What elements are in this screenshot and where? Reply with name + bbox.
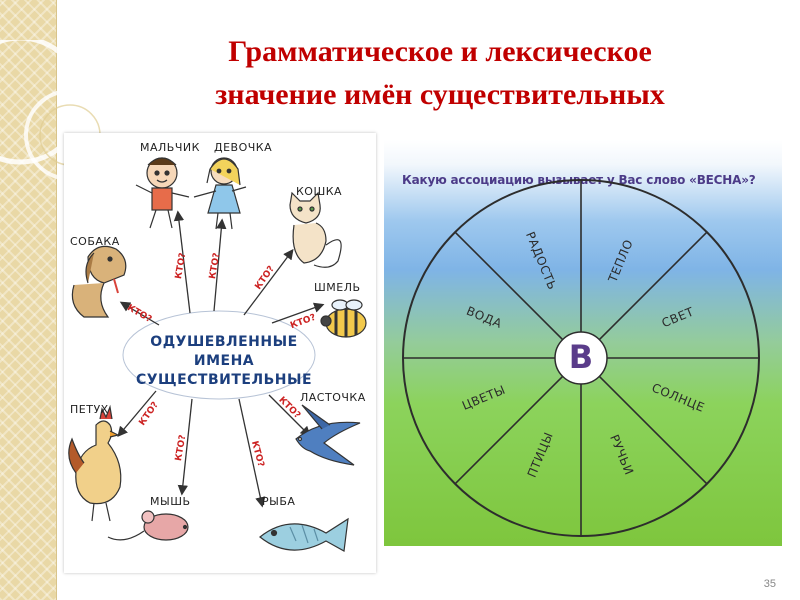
mindmap-arrows <box>117 210 325 508</box>
mindmap-drawing <box>68 157 367 552</box>
mouse-icon <box>107 510 189 541</box>
wheel-sector-label: ВОДА <box>464 304 504 331</box>
association-wheel-panel: Какую ассоциацию вызывает у Вас слово «В… <box>384 140 782 546</box>
node-label-mouse: МЫШЬ <box>150 495 191 508</box>
wheel-sector-label: РАДОСТЬ <box>523 230 560 292</box>
wheel-divider <box>598 375 708 485</box>
center-line-3: СУЩЕСТВИТЕЛЬНЫЕ <box>135 372 313 388</box>
node-label-rooster: ПЕТУХ <box>70 403 109 416</box>
center-ellipse <box>122 310 316 400</box>
wheel-sector-label: ПТИЦЫ <box>525 430 556 479</box>
page-number: 35 <box>763 578 776 590</box>
animate-nouns-mindmap: МАЛЬЧИК ДЕВОЧКА КОШКА ШМЕЛЬ ЛАСТОЧКА РЫБ… <box>64 133 376 573</box>
wheel-sector-label: РУЧЬИ <box>607 433 636 478</box>
node-label-fish: РЫБА <box>262 495 296 508</box>
bumblebee-icon <box>320 299 367 338</box>
dog-icon <box>71 245 127 318</box>
node-label-cat: КОШКА <box>296 185 343 198</box>
girl-icon <box>193 157 247 230</box>
wheel-divider <box>598 231 708 341</box>
center-line-2: ИМЕНА <box>193 353 255 369</box>
wheel-center-circle <box>554 331 608 385</box>
node-label-boy: МАЛЬЧИК <box>140 141 200 154</box>
node-label-swallow: ЛАСТОЧКА <box>300 391 366 404</box>
wheel-sector-label: СВЕТ <box>660 304 696 330</box>
wheel-center-letter: В <box>569 338 593 376</box>
boy-icon <box>135 157 190 229</box>
association-wheel: ТЕПЛО СВЕТ СОЛНЦЕ РУЧЬИ ПТИЦЫ ЦВЕТЫ ВОДА РАДОСТ… <box>402 179 760 537</box>
title-line-2: значение имён существительных <box>215 78 665 111</box>
node-label-girl: ДЕВОЧКА <box>214 141 273 154</box>
slide-title: Грамматическое и лексическое значение им… <box>130 30 750 116</box>
title-line-1: Грамматическое и лексическое <box>228 35 652 68</box>
center-line-1: ОДУШЕВЛЕННЫЕ <box>150 334 298 350</box>
fish-icon <box>259 517 349 552</box>
node-label-bumblebee: ШМЕЛЬ <box>314 281 361 294</box>
mindmap-center-text: ОДУШЕВЛЕННЫЕ ИМЕНА СУЩЕСТВИТЕЛЬНЫЕ <box>119 333 329 390</box>
wheel-sector-label: ЦВЕТЫ <box>460 383 507 413</box>
wheel-sector-label: ТЕПЛО <box>605 237 636 285</box>
wheel-divider <box>454 375 564 485</box>
rooster-icon <box>68 404 122 522</box>
wheel-divider <box>454 231 564 341</box>
cat-icon <box>289 191 342 268</box>
node-label-dog: СОБАКА <box>70 235 120 248</box>
swallow-icon <box>295 404 361 466</box>
wheel-sector-label: СОЛНЦЕ <box>650 381 707 415</box>
decorative-side-strip <box>0 0 57 600</box>
